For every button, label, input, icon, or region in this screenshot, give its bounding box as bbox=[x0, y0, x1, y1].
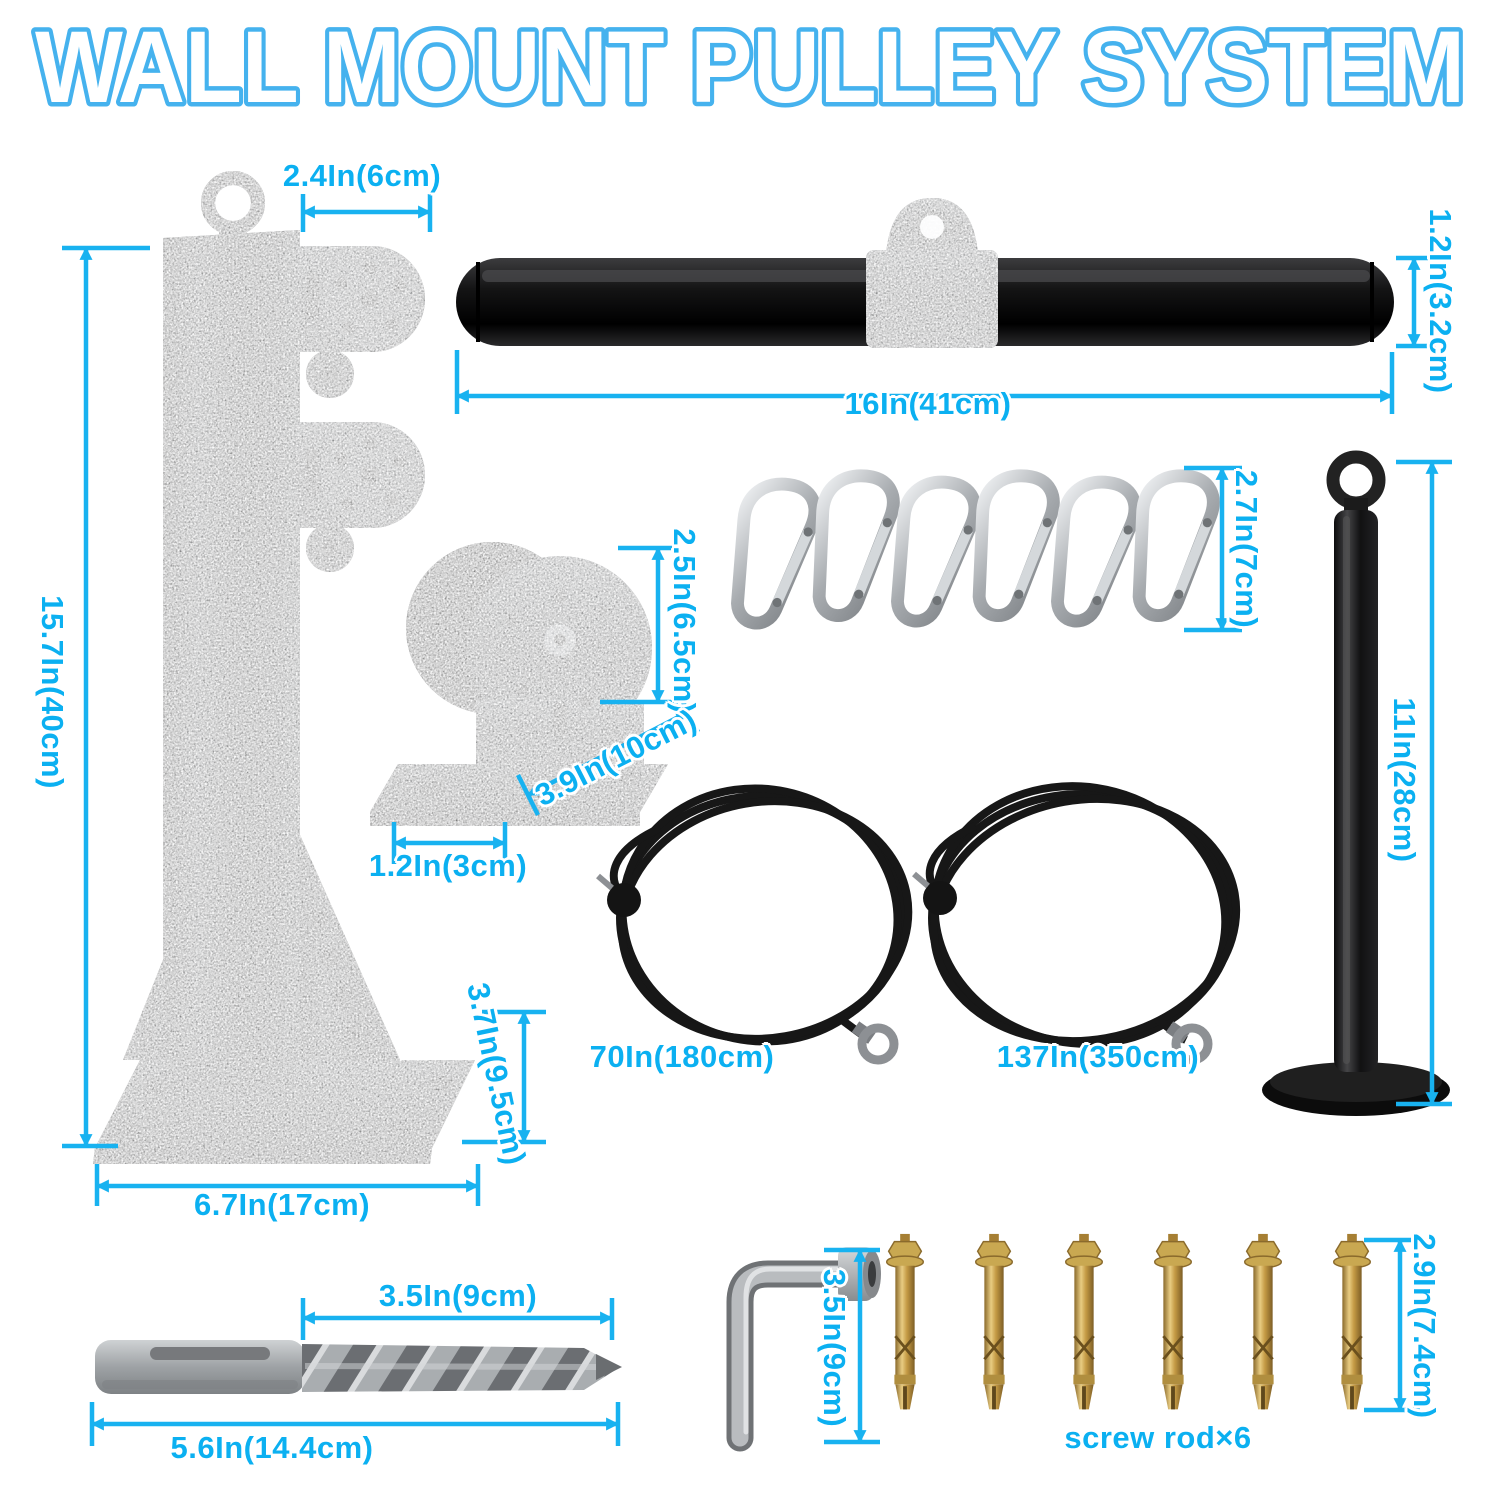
dim-bracket-height-label: 15.7In(40cm) bbox=[35, 595, 70, 789]
screw-rod bbox=[1153, 1232, 1193, 1411]
dim-line-wrench bbox=[824, 1247, 880, 1445]
dim-line-pulley-height bbox=[600, 545, 678, 705]
dim-line-bar-diameter bbox=[1396, 255, 1436, 349]
dim-bar-length-label: 16In(41cm) bbox=[844, 386, 1012, 421]
dim-drill-flute-label: 3.5In(9cm) bbox=[378, 1278, 538, 1313]
dim-cable-long-label: 137In(350cm) bbox=[996, 1039, 1200, 1074]
carabiner bbox=[723, 477, 822, 631]
carabiner bbox=[1125, 469, 1219, 622]
dim-cable-short-label: 70In(180cm) bbox=[589, 1039, 775, 1074]
dim-wrench-label: 3.5In(9cm) bbox=[817, 1268, 852, 1428]
dim-bracket-arm-width-label: 2.4In(6cm) bbox=[282, 158, 442, 193]
dim-pulley-height-label: 2.5In(6.5cm) bbox=[667, 528, 702, 714]
dim-line-carabiner bbox=[1184, 465, 1242, 633]
screw-rod bbox=[885, 1232, 925, 1411]
dim-bar-diameter-label: 1.2In(3.2cm) bbox=[1423, 208, 1458, 394]
screw-rod-count-label: screw rod×6 bbox=[1064, 1420, 1252, 1455]
dim-carabiner-label: 2.7In(7cm) bbox=[1229, 469, 1264, 629]
lat-bar bbox=[456, 198, 1394, 348]
dim-screws-label: 2.9In(7.4cm) bbox=[1407, 1233, 1442, 1419]
dim-line-bracket-arm-width bbox=[300, 194, 433, 232]
drill-bit bbox=[95, 1340, 622, 1394]
dim-line-drill-total bbox=[89, 1402, 621, 1446]
screw-rod bbox=[1332, 1232, 1372, 1411]
cable-short bbox=[596, 784, 913, 1065]
dim-pin-height-label: 11In(28cm) bbox=[1387, 697, 1422, 863]
screw-rod bbox=[1064, 1232, 1104, 1411]
carabiner bbox=[805, 469, 899, 622]
dim-bracket-base-label: 6.7In(17cm) bbox=[193, 1187, 371, 1222]
dim-line-pulley-width bbox=[515, 690, 701, 817]
wall-bracket bbox=[93, 171, 475, 1164]
dim-line-screws bbox=[1364, 1237, 1420, 1413]
dim-drill-total-label: 5.6In(14.4cm) bbox=[170, 1430, 374, 1465]
page-title: WALL MOUNT PULLEY SYSTEM bbox=[35, 10, 1465, 124]
screw-rod bbox=[974, 1232, 1014, 1411]
dim-line-bracket-height bbox=[62, 245, 150, 1149]
dim-line-bracket-base-width bbox=[94, 1164, 481, 1206]
carabiner-set bbox=[723, 469, 1219, 631]
dim-pulley-base-label: 1.2In(3cm) bbox=[368, 848, 528, 883]
screw-rod bbox=[1243, 1232, 1283, 1411]
dim-line-bracket-gusset bbox=[462, 1009, 546, 1145]
pulley-block bbox=[370, 542, 668, 826]
dim-line-pulley-base bbox=[391, 822, 508, 864]
screw-rod-set bbox=[885, 1232, 1372, 1411]
dim-line-pin-height bbox=[1396, 459, 1452, 1107]
dimension-lines bbox=[62, 194, 1452, 1446]
dim-line-drill-flute bbox=[300, 1298, 615, 1340]
cable-long bbox=[912, 782, 1241, 1065]
carabiner bbox=[965, 469, 1059, 622]
dim-line-bar-length bbox=[454, 350, 1395, 414]
